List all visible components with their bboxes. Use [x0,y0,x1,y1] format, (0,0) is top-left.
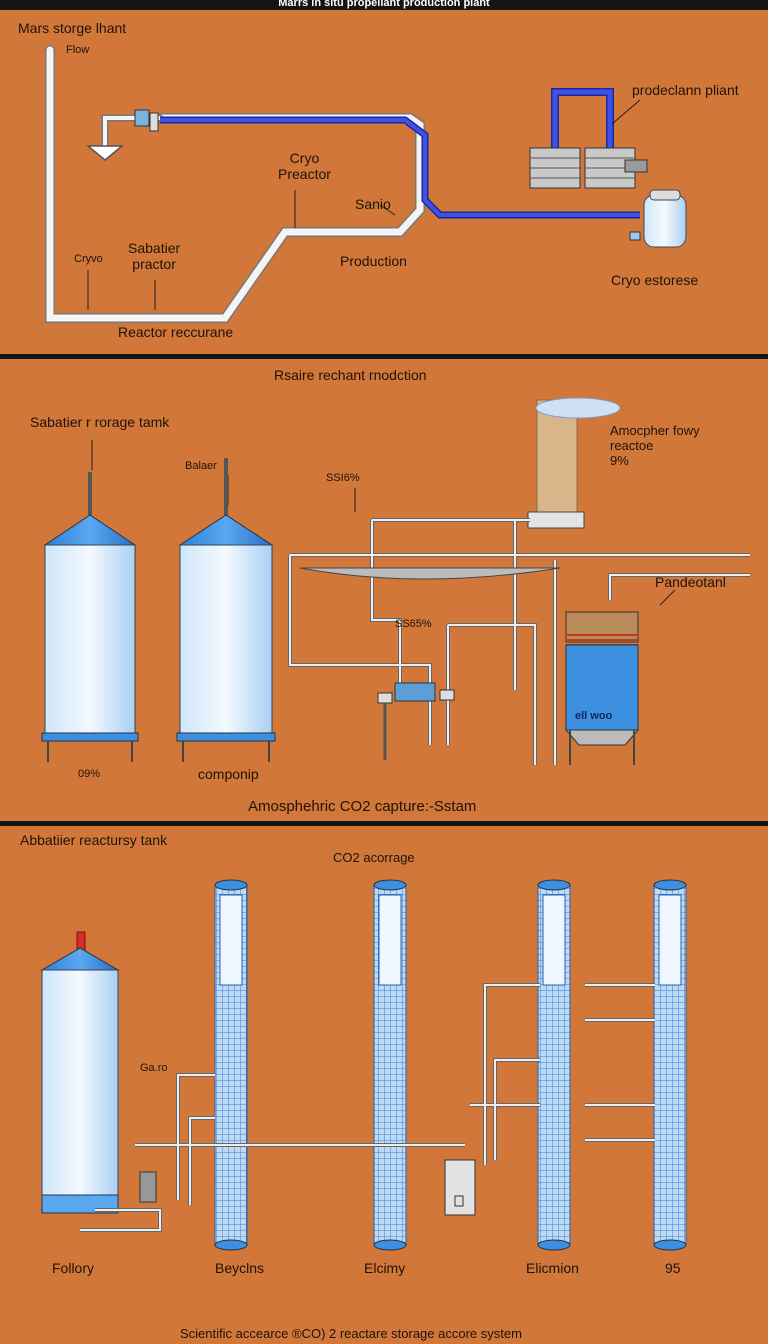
cryo-storage-tank [629,189,687,248]
bottom-label-3: Elcimy [364,1260,406,1276]
blue-pipe [160,88,640,219]
componip-label: componip [198,766,259,782]
sabatier-tank-label: Sabatier r rorage tamk [30,414,170,430]
pipe-network [288,518,750,765]
panel3-title: Abbatiier reactursy tank [20,832,168,848]
tank-text: ell woo [575,710,613,722]
pct-mid-label: SS65% [395,618,432,630]
panel-divider [0,354,768,359]
sanio-label: Sanio [355,196,391,212]
panel-divider [0,821,768,826]
cryo-left-label: Cryvo [74,253,103,265]
pandeotanl-tank [564,611,640,765]
bottom-label-4: Elicmion [526,1260,579,1276]
pct-top-label: SSI6% [326,472,360,484]
production-label: Production [340,253,407,269]
main-pipe-loop [45,45,425,323]
sabatier-tank [40,931,120,1214]
co2-storage-label: CO2 acorrage [333,850,415,865]
control-box [444,1159,476,1216]
bottom-label-2: Beyclns [215,1260,265,1276]
storage-tank-right [176,458,276,762]
left-pct-label: 09% [78,768,101,780]
title-bar: Marrs in situ propellant production plan… [0,0,768,10]
flow-label: Flow [66,44,90,56]
bottom-label-1: Follory [52,1260,95,1276]
balaer-label: Balaer [185,460,217,472]
pump-units [529,147,648,189]
column-1 [214,879,248,1251]
small-label: Ga.ro [140,1062,168,1074]
panel2-caption: Amosphehric CO2 capture:-Sstam [248,798,477,815]
cryo-estorese-label: Cryo estorese [611,272,699,288]
pandeotanl-label: Pandeotanl [655,574,726,590]
prodeclann-plant-label: prodeclann pliant [632,82,739,98]
column-4 [653,879,687,1251]
atmospheric-reactor [527,397,621,529]
panel1-title: Mars storge lhant [18,20,127,36]
valve-cluster [377,682,455,760]
reactor-recurrane-label: Reactor reccurane [118,324,234,340]
panel-plant-overview [0,10,768,354]
storage-tank-left [41,472,139,762]
panel3-caption: Scientific accearce ®CO) 2 reactare stor… [180,1326,522,1341]
page-title: Marrs in situ propellant production plan… [278,0,490,9]
flow-arrow-icon [85,145,125,161]
column-3 [537,879,571,1251]
column-2 [373,879,407,1251]
valve-icon [134,109,150,127]
panel2-title: Rsaire rechant rnodction [274,367,427,383]
bottom-label-5: 95 [665,1260,681,1276]
pump-icon [139,1171,157,1203]
